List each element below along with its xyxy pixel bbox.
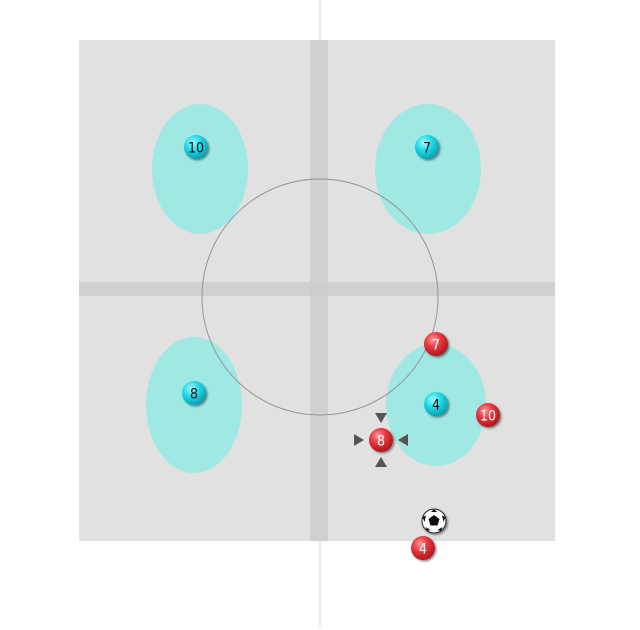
center-circle [201, 178, 439, 416]
cyan-player[interactable]: 10 [184, 135, 208, 159]
player-number: 8 [190, 387, 198, 403]
player-number: 10 [480, 409, 496, 425]
cyan-player[interactable]: 8 [182, 381, 206, 405]
zone-top-right [375, 104, 481, 234]
player-number: 4 [432, 398, 440, 414]
player-number: 7 [423, 141, 431, 157]
red-player-active[interactable]: 8 [369, 428, 393, 452]
cyan-player[interactable]: 7 [415, 135, 439, 159]
player-number: 4 [419, 542, 427, 558]
red-player[interactable]: 7 [424, 332, 448, 356]
red-player[interactable]: 4 [411, 536, 435, 560]
movement-arrows-icon [354, 413, 408, 467]
soccer-ball-icon[interactable] [421, 508, 447, 534]
player-number: 10 [188, 141, 204, 157]
player-number: 8 [377, 434, 385, 450]
field-divider-horizontal [79, 282, 555, 296]
cyan-player[interactable]: 4 [424, 392, 448, 416]
red-player[interactable]: 10 [476, 403, 500, 427]
zone-top-left [152, 104, 248, 234]
player-number: 7 [432, 338, 440, 354]
